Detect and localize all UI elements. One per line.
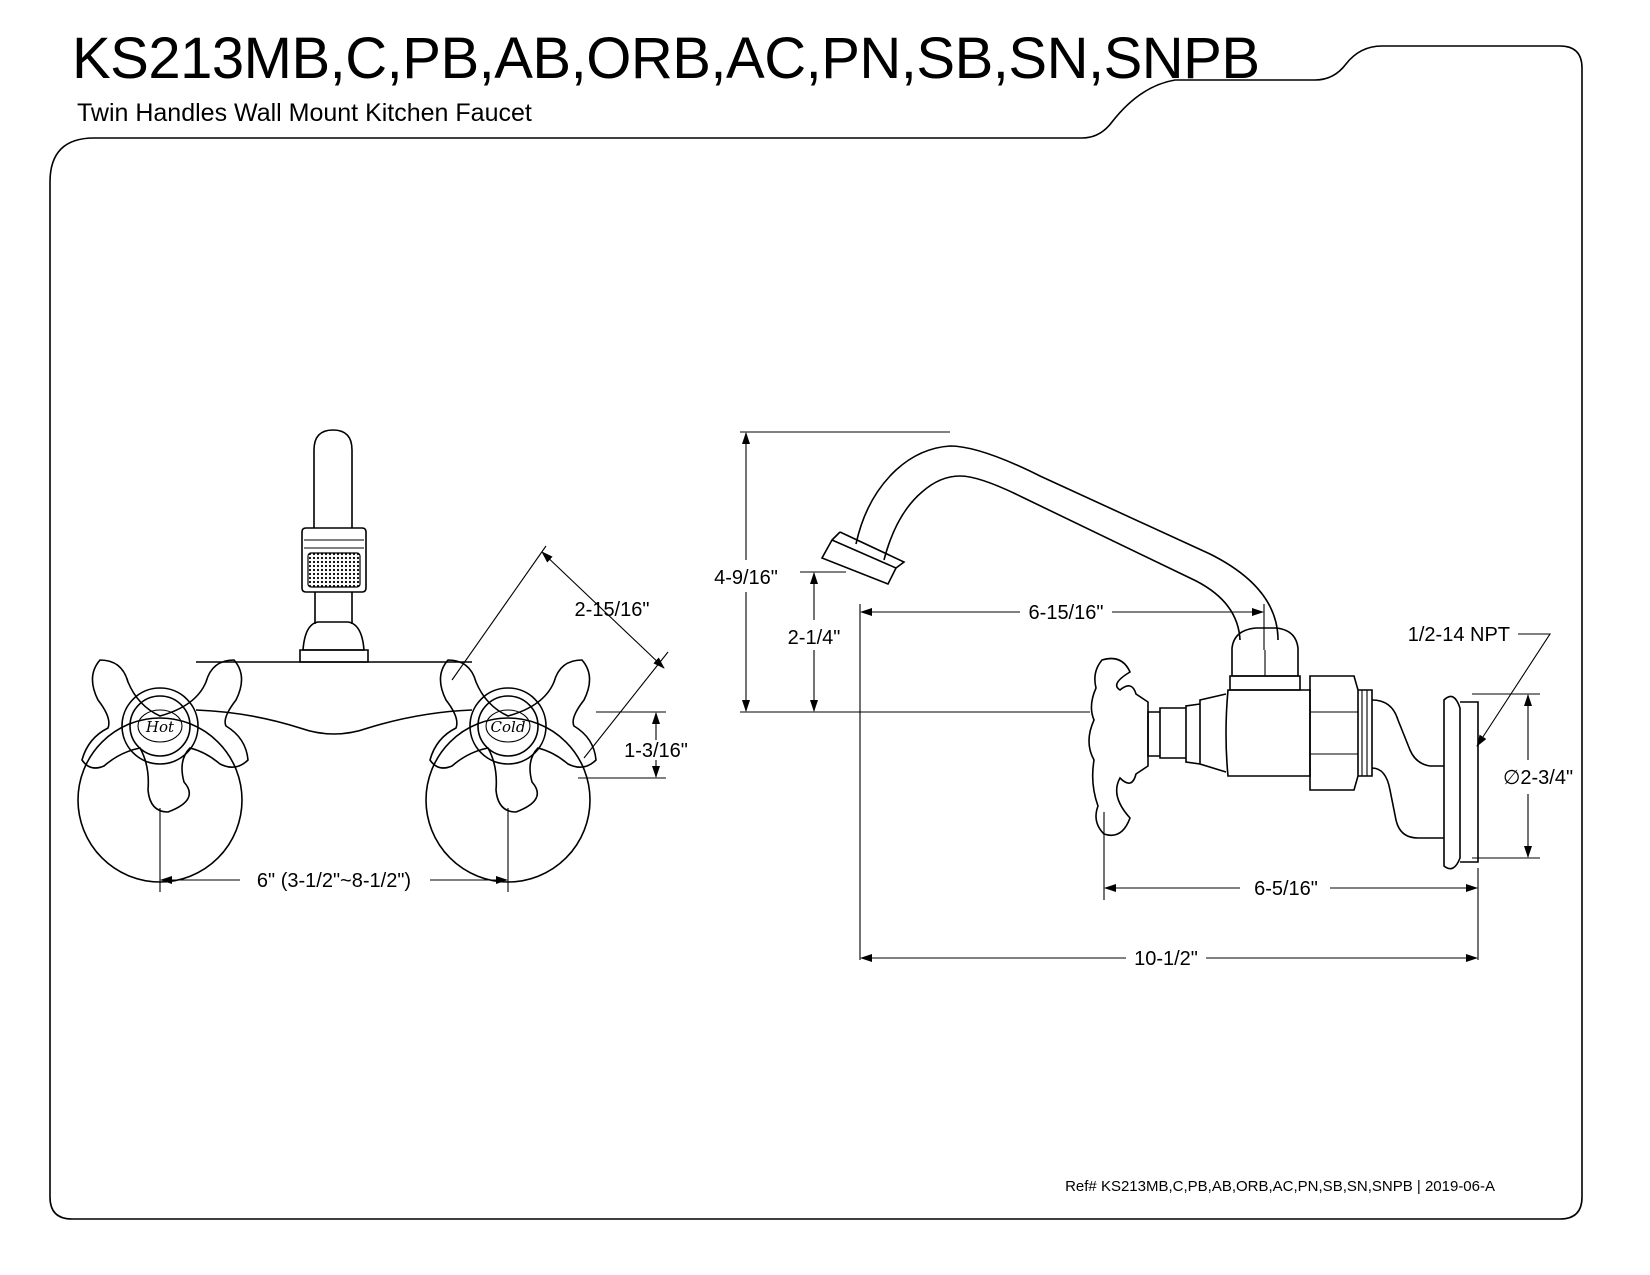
side-spout-tube [855, 445, 1279, 641]
dim-handle-reach: 2-15/16" [575, 599, 650, 621]
thread-spec: 1/2-14 NPT [1408, 624, 1510, 646]
front-view: Hot Cold 2-15/16" 1-3/16" 6" (3-1/2"~8-1… [77, 429, 688, 892]
cold-cap-outer [469, 687, 547, 765]
hot-cross-handle [81, 659, 249, 813]
aerator-mesh [307, 552, 361, 588]
front-spout-neck [302, 621, 365, 651]
side-valve-body [1225, 689, 1311, 777]
dim-handle-height: 1-3/16" [624, 740, 688, 762]
side-wall-flange [1443, 695, 1461, 870]
dim-line-handle-reach [541, 551, 665, 669]
side-offset-elbow [1371, 699, 1444, 839]
thread-leader [1476, 633, 1552, 747]
side-hex-nut [1309, 675, 1359, 791]
side-cross-handle [1088, 657, 1149, 837]
side-view: 4-9/16" 2-1/4" 6-15/16" 6-5/16" 10-1/2" … [714, 431, 1573, 970]
front-aerator [301, 527, 367, 593]
page-subtitle: Twin Handles Wall Mount Kitchen Faucet [77, 99, 532, 127]
side-aerator [820, 538, 898, 586]
cold-label: Cold [491, 718, 526, 736]
dim-body-depth: 6-5/16" [1254, 878, 1318, 900]
dim-outlet-height: 2-1/4" [788, 627, 841, 649]
reference-note: Ref# KS213MB,C,PB,AB,ORB,AC,PN,SB,SN,SNP… [1065, 1178, 1495, 1195]
page-title: KS213MB,C,PB,AB,ORB,AC,PN,SB,SN,SNPB [72, 26, 1260, 91]
front-spout-tube [313, 429, 353, 528]
side-spout-collar [1231, 627, 1299, 677]
dim-spout-reach: 6-15/16" [1029, 602, 1104, 624]
dim-overall-reach: 10-1/2" [1134, 948, 1198, 970]
dim-flange-diameter: ∅2-3/4" [1503, 767, 1573, 789]
dim-spout-height: 4-9/16" [714, 567, 778, 589]
front-body [195, 661, 473, 735]
dim-center-spacing: 6" (3-1/2"~8-1/2") [257, 870, 411, 892]
hot-cap-outer [121, 687, 199, 765]
hot-label: Hot [145, 718, 175, 736]
border-frame [49, 45, 1583, 1220]
cold-cross-handle [429, 659, 597, 813]
